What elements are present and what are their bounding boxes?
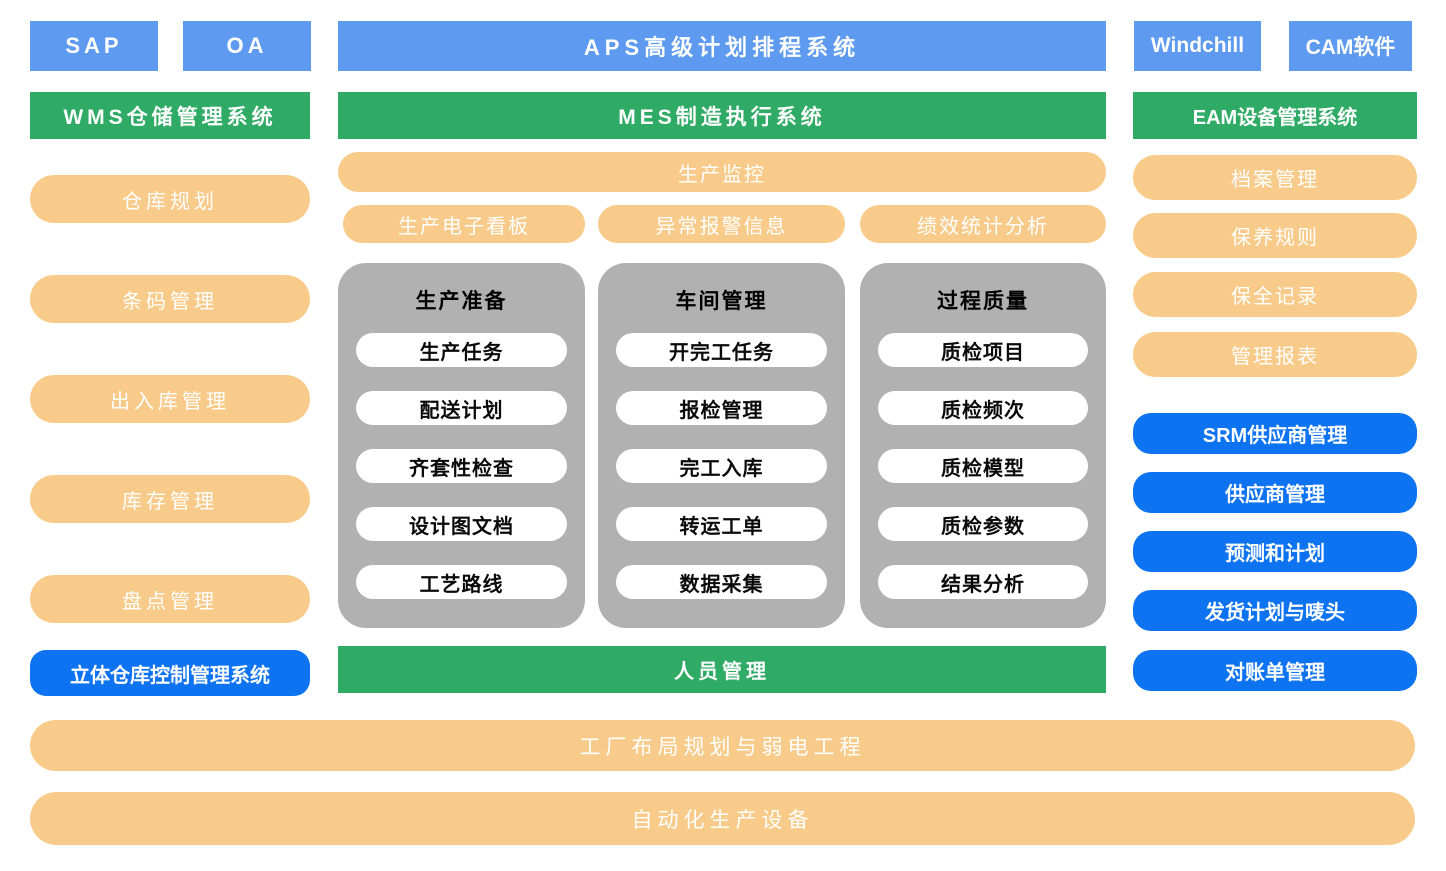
panel-item: 完工入库 bbox=[616, 449, 827, 483]
panel-item: 齐套性检查 bbox=[356, 449, 567, 483]
srm-item-forecast-and-plan: 预测和计划 bbox=[1133, 531, 1417, 572]
panel-title: 生产准备 bbox=[415, 290, 508, 313]
panel-title: 过程质量 bbox=[937, 290, 1029, 313]
bottom-bar-factory-layout: 工厂布局规划与弱电工程 bbox=[30, 720, 1415, 771]
wms-system-header: WMS仓储管理系统 bbox=[30, 92, 310, 139]
panel-item: 生产任务 bbox=[356, 333, 567, 367]
monitor-item-performance-analysis: 绩效统计分析 bbox=[860, 205, 1106, 243]
panel-production-preparation: 生产准备 生产任务 配送计划 齐套性检查 设计图文档 工艺路线 bbox=[338, 263, 585, 628]
panel-process-quality: 过程质量 质检项目 质检频次 质检模型 质检参数 结果分析 bbox=[860, 263, 1106, 628]
oa-box: OA bbox=[183, 21, 311, 71]
bottom-bar-automation-equipment: 自动化生产设备 bbox=[30, 792, 1415, 845]
mes-system-header: MES制造执行系统 bbox=[338, 92, 1106, 139]
wms-item-warehouse-planning: 仓库规划 bbox=[30, 175, 310, 223]
panel-item: 结果分析 bbox=[878, 565, 1088, 599]
panel-item: 质检项目 bbox=[878, 333, 1088, 367]
srm-item-shipping-plan-marks: 发货计划与唛头 bbox=[1133, 590, 1417, 631]
panel-workshop-management: 车间管理 开完工任务 报检管理 完工入库 转运工单 数据采集 bbox=[598, 263, 845, 628]
panel-title: 车间管理 bbox=[675, 290, 768, 313]
panel-item: 开完工任务 bbox=[616, 333, 827, 367]
monitor-item-e-kanban: 生产电子看板 bbox=[343, 205, 585, 243]
aps-system-bar: APS高级计划排程系统 bbox=[338, 21, 1106, 71]
eam-system-header: EAM设备管理系统 bbox=[1133, 92, 1417, 139]
wms-item-inventory-management: 库存管理 bbox=[30, 475, 310, 523]
panel-item: 报检管理 bbox=[616, 391, 827, 425]
wms-item-barcode-management: 条码管理 bbox=[30, 275, 310, 323]
sap-box: SAP bbox=[30, 21, 158, 71]
wms-item-inout-management: 出入库管理 bbox=[30, 375, 310, 423]
panel-item: 配送计划 bbox=[356, 391, 567, 425]
windchill-box: Windchill bbox=[1134, 21, 1261, 71]
eam-item-security-records: 保全记录 bbox=[1133, 272, 1417, 317]
wms-item-stocktaking-management: 盘点管理 bbox=[30, 575, 310, 623]
panel-item: 质检频次 bbox=[878, 391, 1088, 425]
panel-item: 质检模型 bbox=[878, 449, 1088, 483]
production-monitor-bar: 生产监控 bbox=[338, 152, 1106, 192]
wcs-system-bar: 立体仓库控制管理系统 bbox=[30, 650, 310, 696]
srm-system-header: SRM供应商管理 bbox=[1133, 413, 1417, 454]
monitor-item-alarm-info: 异常报警信息 bbox=[598, 205, 845, 243]
srm-item-statement-management: 对账单管理 bbox=[1133, 650, 1417, 691]
cam-software-box: CAM软件 bbox=[1289, 21, 1412, 71]
panel-item: 设计图文档 bbox=[356, 507, 567, 541]
srm-item-supplier-management: 供应商管理 bbox=[1133, 472, 1417, 513]
panel-item: 质检参数 bbox=[878, 507, 1088, 541]
eam-item-management-reports: 管理报表 bbox=[1133, 332, 1417, 377]
eam-item-maintenance-rules: 保养规则 bbox=[1133, 213, 1417, 258]
panel-item: 工艺路线 bbox=[356, 565, 567, 599]
personnel-management-bar: 人员管理 bbox=[338, 646, 1106, 693]
panel-item: 转运工单 bbox=[616, 507, 827, 541]
eam-item-archive-management: 档案管理 bbox=[1133, 155, 1417, 200]
panel-item: 数据采集 bbox=[616, 565, 827, 599]
